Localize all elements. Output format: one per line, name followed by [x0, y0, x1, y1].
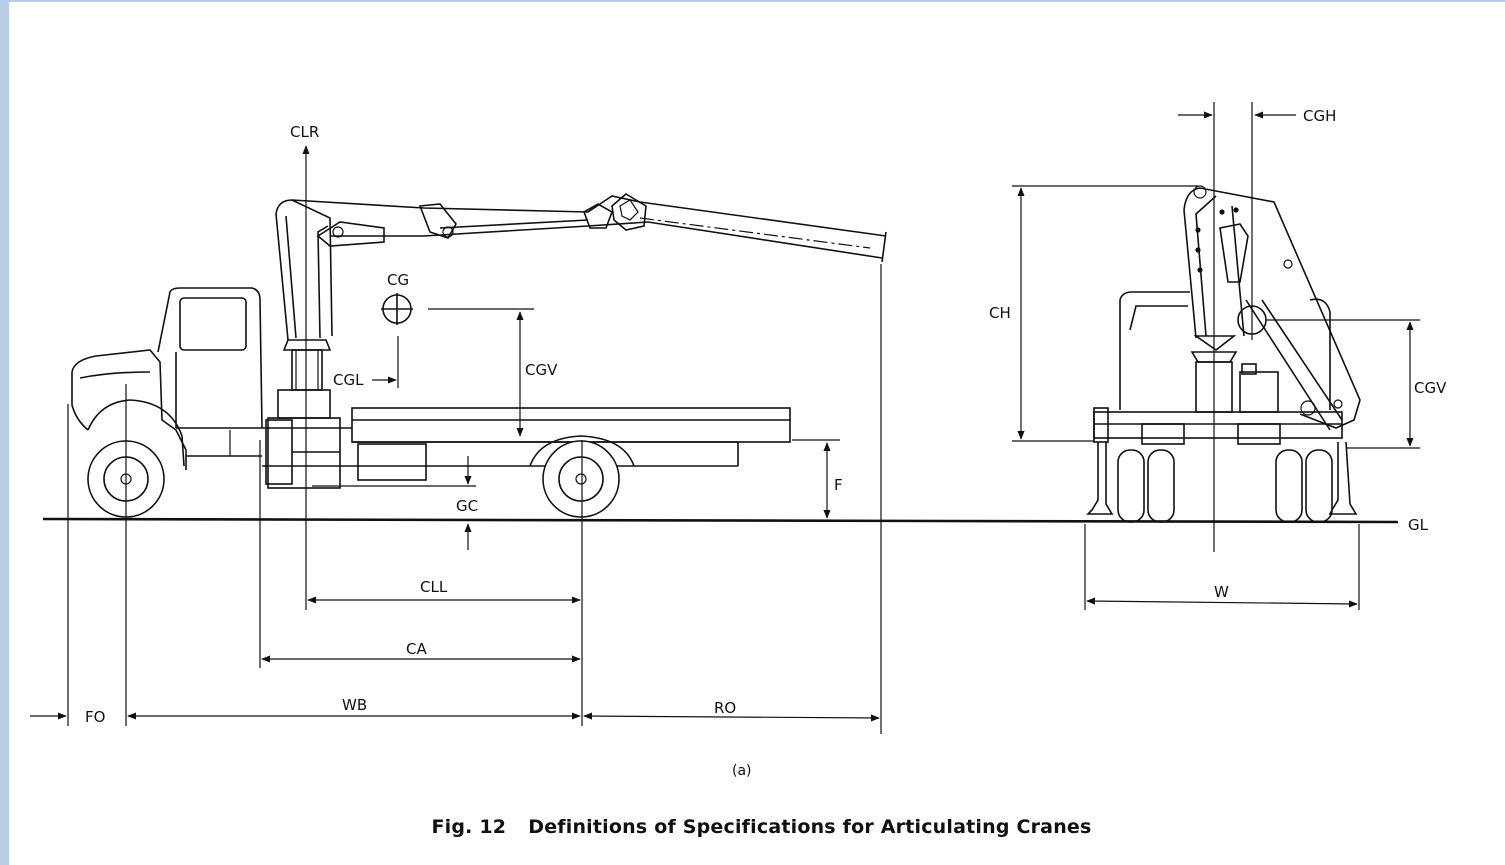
label-cgv-rear: CGV	[1414, 379, 1447, 397]
figure-caption: Fig. 12 Definitions of Specifications for…	[9, 816, 1505, 838]
rear-tyre-right-outer	[1275, 449, 1303, 523]
ground-line	[42, 517, 1399, 524]
rear-tyre-left-outer	[1117, 449, 1145, 523]
truck-hood	[71, 349, 187, 470]
rear-cab-outline	[1119, 291, 1190, 410]
subfigure-label: (a)	[732, 763, 752, 779]
rear-crane-boom	[1183, 187, 1361, 429]
label-cgh: CGH	[1303, 107, 1336, 125]
label-f: F	[834, 476, 843, 494]
center-of-gravity-symbol	[381, 293, 413, 325]
rear-view-dimensions: CGH CH CGV GL W	[989, 107, 1447, 610]
label-ca: CA	[406, 640, 427, 658]
label-w: W	[1214, 583, 1229, 601]
label-ch: CH	[989, 304, 1011, 322]
label-gc: GC	[456, 497, 478, 515]
label-gl: GL	[1408, 516, 1429, 534]
cab-window	[179, 297, 247, 351]
crane-specification-diagram: CLR CG CGL CGV GC F CLL	[30, 102, 1447, 779]
side-view-dimensions: CLR CG CGL CGV GC F CLL	[30, 123, 882, 734]
label-clr: CLR	[290, 123, 319, 141]
label-wb: WB	[342, 696, 367, 714]
label-cll: CLL	[420, 578, 448, 596]
truck-cab	[157, 287, 263, 429]
figure-number: Fig. 12	[431, 816, 507, 838]
figure-title: Definitions of Specifications for Articu…	[528, 816, 1092, 838]
crane-boom-side	[275, 193, 887, 341]
label-cg: CG	[387, 271, 409, 289]
fuel-tank	[357, 443, 427, 481]
label-fo: FO	[85, 708, 105, 726]
truck-rear-view	[1086, 102, 1361, 552]
label-cgv-side: CGV	[525, 361, 558, 379]
rear-wheel	[529, 435, 635, 518]
label-cgl: CGL	[333, 371, 364, 389]
label-ro: RO	[714, 699, 736, 717]
truck-side-view	[71, 287, 791, 518]
